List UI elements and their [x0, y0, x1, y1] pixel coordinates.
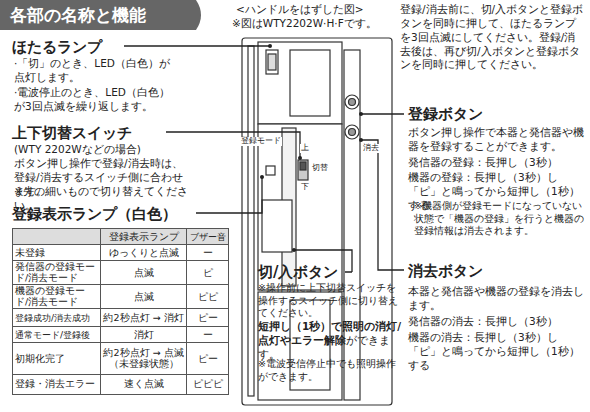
illustration-label: 消去: [362, 144, 380, 153]
table-text: 通常モード/登録後: [15, 330, 90, 341]
table-text: ゆっくりと点滅: [109, 248, 179, 259]
upper-contact: [290, 50, 330, 116]
part-name: 上下切替スイッチ: [12, 124, 166, 142]
leader-line: [196, 177, 262, 213]
table-text: 未登録: [15, 248, 45, 259]
updown-switch: [298, 160, 308, 180]
register-button: [345, 95, 359, 109]
leader-dot: [268, 44, 272, 48]
table-cell: ピピピ: [186, 374, 229, 395]
description: ·「切」のとき、LED（白色）が点灯します。: [14, 57, 174, 85]
leader-line: [166, 132, 300, 158]
table-cell: ピピ: [186, 284, 229, 310]
table-cell: ピー: [186, 308, 229, 328]
note: ※機器側が登録モードになっていない状態で「機器の登録」を行うと機器の登録情報は消…: [414, 200, 586, 238]
description: 本器と発信器や機器の登録を消去します。: [408, 285, 586, 313]
table-text: 初期化完了: [15, 354, 65, 365]
description: 発信器の消去：長押し（3秒）: [408, 315, 586, 329]
leader-line: [361, 140, 404, 270]
title-band: [0, 0, 201, 30]
leader-dot: [298, 156, 302, 160]
upper-handle-frame: [258, 42, 342, 124]
table-cell: 発信器の登録モード/消去モード: [12, 260, 101, 286]
note: 登録/消去前に、切/入ボタンと登録ボタンを同時に押して、ほたるランプを3回点滅に…: [400, 3, 586, 72]
table-cell: 速く点滅: [100, 374, 187, 395]
illustration-label: 登録モード: [240, 137, 282, 146]
table-text: 速く点滅: [124, 379, 164, 390]
register-button-core: [349, 99, 356, 106]
table-text: 発信器の登録モード/消去モード: [15, 262, 98, 284]
table-text: ピー: [198, 354, 218, 365]
table-text: 登録表示ランプ: [109, 232, 179, 243]
left-rail: [248, 46, 254, 396]
section-title: 各部の名称と機能: [0, 0, 200, 30]
leader-dot: [359, 112, 363, 116]
table-text: 登録・消去エラー: [15, 379, 95, 390]
illustration-label: 上: [300, 144, 310, 153]
table-text: ピー: [198, 313, 218, 324]
table-text: 消灯: [134, 330, 154, 341]
table-cell: 初期化完了: [12, 342, 101, 376]
leader-line: [124, 45, 270, 46]
erase-button-core: [349, 129, 356, 136]
note: ※電波受信停止中でも照明操作ができます。: [258, 358, 400, 383]
leader-dot: [260, 175, 264, 179]
table-cell: 登録成功/消去成功: [12, 308, 101, 328]
description: (WTY 2202Wなどの場合): [14, 143, 179, 157]
part-name: ほたるランプ: [12, 38, 124, 56]
table-text: 約2秒点灯 → 点滅（未登録状態）: [103, 348, 184, 370]
table-cell: 点滅: [100, 260, 187, 286]
table-cell: 約2秒点灯 → 消灯: [100, 308, 187, 328]
part-name: 消去ボタン: [408, 262, 528, 280]
description: 機器の消去：長押し（3秒）し「ピ」と鳴ってから短押し（1秒）する: [408, 331, 586, 373]
switch-knob: [300, 162, 306, 170]
table-text: ピピ: [198, 292, 218, 303]
table-text: 登録成功/消去成功: [15, 313, 90, 324]
note: ※操作前に上下切替スイッチを操作するスイッチ側に切り替えてください。: [258, 282, 400, 320]
leader-dot: [359, 138, 363, 142]
table-text: ピ: [203, 268, 213, 279]
part-name: 登録表示ランプ（白色）: [12, 205, 196, 223]
table-text: 点滅: [134, 292, 154, 303]
leader-line: [362, 113, 404, 114]
register-lamp: [266, 166, 275, 175]
leader-dot: [292, 248, 296, 252]
description: 発信器の登録：長押し（3秒）: [408, 156, 586, 170]
table-text: ピピピ: [193, 379, 223, 390]
firefly-lamp: [266, 50, 278, 74]
erase-button: [345, 125, 359, 139]
table-text: 点滅: [134, 268, 154, 279]
part-name: 切/入ボタン: [258, 263, 348, 281]
switch-plate: [242, 38, 392, 405]
table-text: ー: [203, 330, 213, 341]
table-text: ー: [203, 248, 213, 259]
table-cell: 点滅: [100, 284, 187, 310]
illustration-label: 切替: [311, 164, 329, 173]
part-name: 登録ボタン: [408, 105, 528, 123]
description: 短押し（1秒）で照明の消灯/点灯やエラー解除ができます。: [258, 320, 403, 362]
table-text: 機器の登録モード/消去モード: [15, 286, 98, 308]
table-cell: 機器の登録モード/消去モード: [12, 284, 101, 310]
figure-note: ※図はWTY2202W·H·Fです。: [232, 17, 402, 31]
description: ·電波停止のとき、LED（白色）が3回点滅を繰り返します。: [14, 86, 174, 114]
table-cell: 約2秒点灯 → 点滅（未登録状態）: [100, 342, 187, 376]
illustration-label: 下: [300, 183, 310, 192]
right-rail: [344, 50, 360, 400]
table-cell: ピ: [186, 260, 229, 286]
lamp-led: [268, 54, 276, 70]
table-cell: ピー: [186, 342, 229, 376]
description: ボタン押し操作で本器と発信器や機器を登録することができます。: [408, 126, 586, 154]
table-text: 約2秒点灯 → 消灯: [103, 313, 183, 324]
table-cell: 登録・消去エラー: [12, 374, 101, 395]
figure-note: <ハンドルをはずした図>: [236, 3, 396, 17]
table-text: ブザー音: [190, 232, 226, 243]
onoff-button: [262, 200, 292, 252]
